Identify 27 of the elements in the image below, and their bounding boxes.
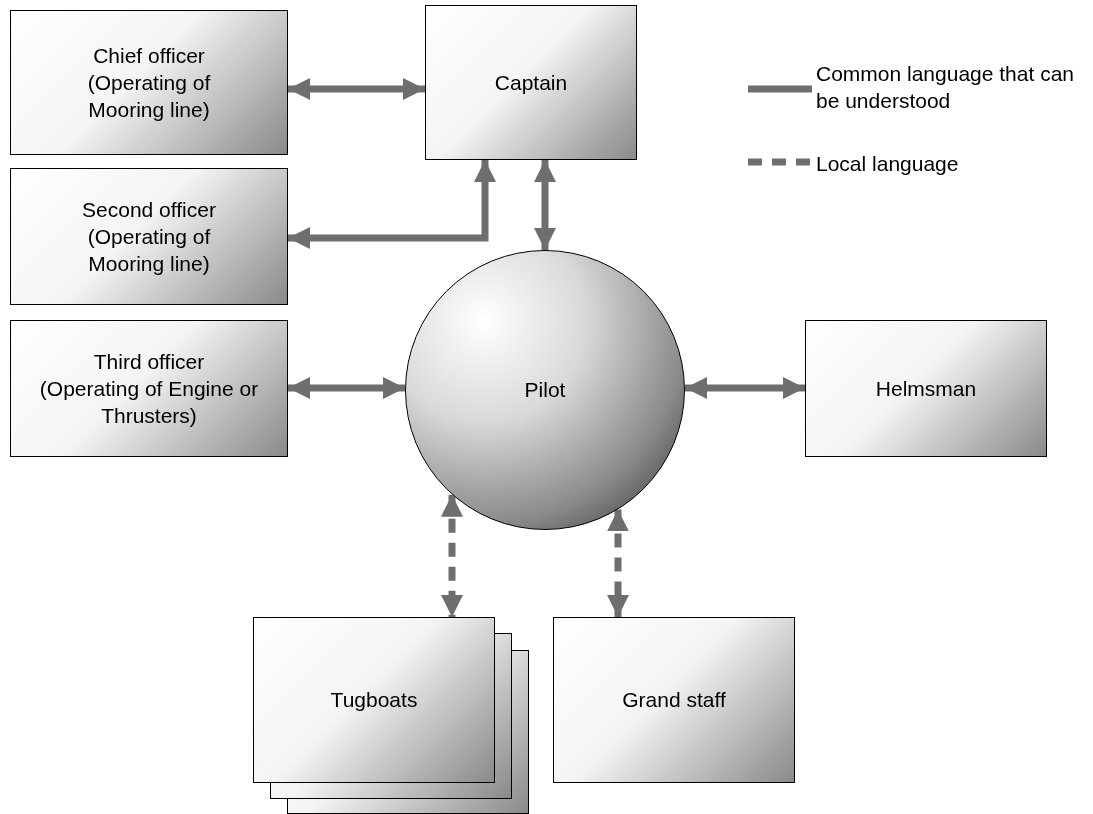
double-arrow — [288, 78, 425, 100]
role-name: Tugboats — [330, 687, 418, 714]
role-name: Chief officer — [93, 42, 205, 69]
double-arrow — [288, 377, 405, 399]
legend-text: Common language that can be understood — [816, 61, 1075, 115]
role-duty: (Operating of Engine or Thrusters) — [38, 375, 260, 430]
role-name: Captain — [494, 69, 568, 96]
role-name: Helmsman — [875, 375, 977, 402]
role-duty: (Operating of Mooring line) — [86, 223, 212, 278]
double-arrow — [288, 160, 496, 249]
role-box — [553, 617, 795, 783]
role-box — [805, 320, 1047, 457]
role-name: Second officer — [82, 196, 216, 223]
role-box — [10, 320, 288, 457]
role-name: Third officer — [93, 348, 205, 375]
double-arrow — [607, 509, 629, 617]
double-arrow — [685, 377, 805, 399]
role-box — [10, 10, 288, 155]
role-duty: (Operating of Mooring line) — [86, 69, 212, 124]
double-arrow — [441, 494, 463, 617]
role-box — [10, 168, 288, 305]
role-box — [425, 5, 637, 160]
role-box — [253, 617, 495, 783]
role-name: Pilot — [524, 377, 566, 404]
double-arrow — [534, 160, 556, 250]
legend-text: Local language — [816, 151, 960, 177]
role-name: Grand staff — [622, 687, 726, 714]
